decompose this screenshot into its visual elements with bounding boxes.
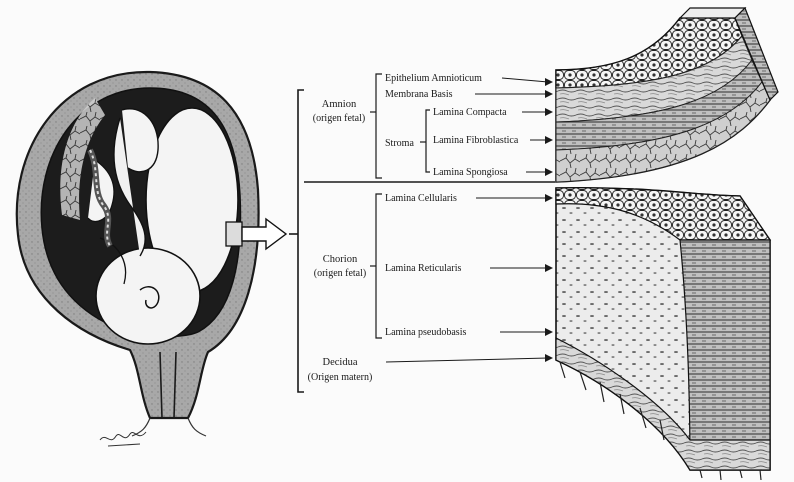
artist-signature <box>100 432 146 446</box>
uterus-illustration <box>17 72 259 446</box>
labels: Amnion (origen fetal) Epithelium Amnioti… <box>308 73 519 383</box>
arrowheads <box>545 78 553 362</box>
label-membrana: Membrana Basis <box>385 89 453 100</box>
label-chorion-origin: (origen fetal) <box>314 268 366 279</box>
label-decidua-origin: (Origen matern) <box>308 372 373 383</box>
stroma-brace <box>426 110 430 172</box>
label-cellularis: Lamina Cellularis <box>385 193 457 204</box>
label-amnion: Amnion <box>322 99 357 110</box>
label-stroma: Stroma <box>385 138 414 149</box>
amnion-block <box>556 8 778 182</box>
amnion-brace <box>376 74 382 178</box>
label-spongiosa: Lamina Spongiosa <box>433 167 508 178</box>
label-reticularis: Lamina Reticularis <box>385 263 461 274</box>
label-compacta: Lamina Compacta <box>433 107 507 118</box>
label-decidua: Decidua <box>323 357 358 368</box>
main-brace <box>298 90 304 392</box>
label-pseudobasis: Lamina pseudobasis <box>385 327 466 338</box>
label-fibroblastica: Lamina Fibroblastica <box>433 135 519 146</box>
section-marker <box>226 222 242 246</box>
chorion-block <box>556 188 770 480</box>
leader-arrows <box>386 78 548 362</box>
label-chorion: Chorion <box>323 254 358 265</box>
label-amnion-origin: (origen fetal) <box>313 113 365 124</box>
membrane-cross-section <box>556 8 778 480</box>
chorion-brace <box>376 194 382 338</box>
label-epithelium: Epithelium Amnioticum <box>385 73 482 84</box>
